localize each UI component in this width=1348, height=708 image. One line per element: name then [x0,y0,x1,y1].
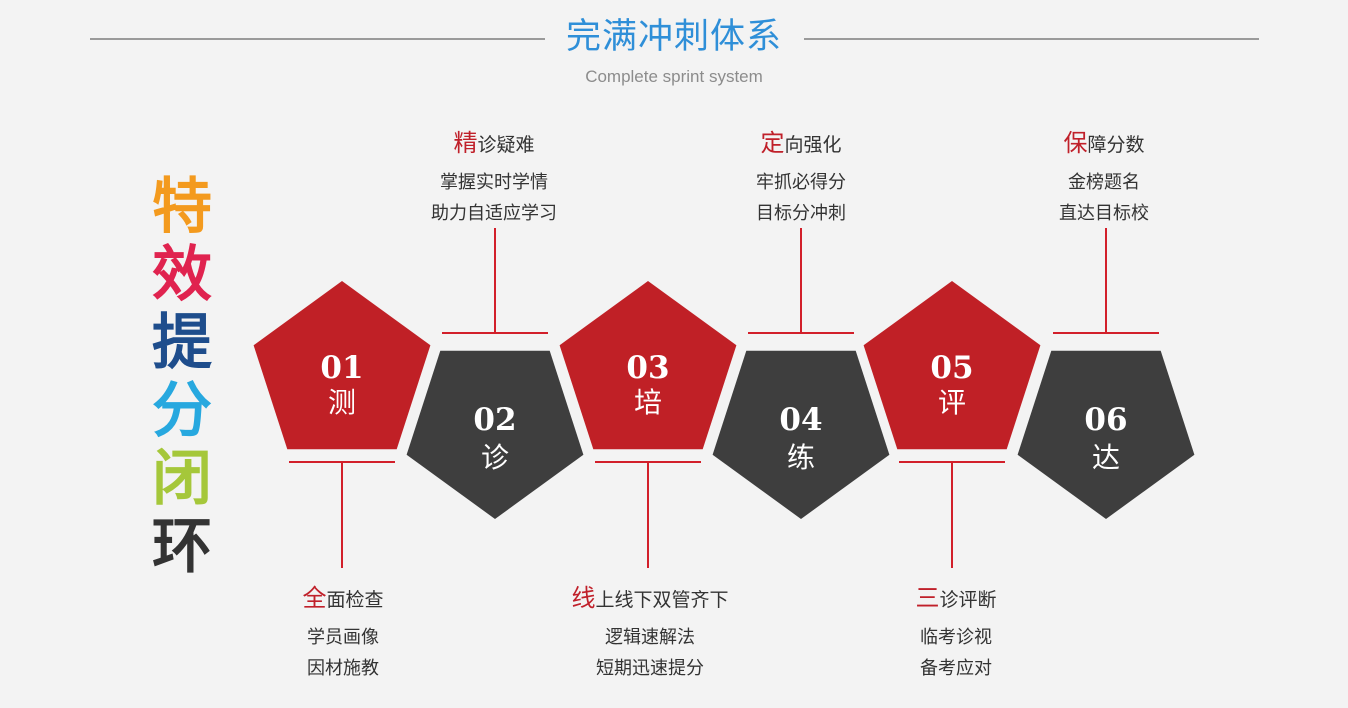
step-label-line: 牢抓必得分 [756,172,846,193]
step-label-line: 逻辑速解法 [605,627,695,648]
step-label-heading-rest: 障分数 [1087,134,1145,156]
step-char: 评 [938,386,966,419]
step-pentagon [559,281,737,450]
step-number: 01 [320,350,363,386]
step-label-line: 因材施教 [307,658,379,679]
step-char: 达 [1092,441,1120,474]
vertical-title-char: 环 [152,512,212,582]
step-label-heading-rest: 诊评断 [939,589,997,611]
step-label: 定向强化 牢抓必得分 目标分冲刺 [691,129,911,229]
step-label-line: 金榜题名 [1068,172,1140,193]
step-number: 06 [1084,402,1127,438]
page-subtitle: Complete sprint system [585,67,763,86]
step-number: 04 [779,402,822,438]
step-label-heading-rest: 向强化 [784,134,842,156]
page-title: 完满冲刺体系 [565,17,782,57]
header-line-left [90,38,545,40]
step-label-line: 临考诊视 [920,627,992,648]
step-label: 三诊评断 临考诊视 备考应对 [846,584,1066,684]
step-pentagon [1017,350,1195,519]
step-char: 测 [328,386,356,419]
step-label: 线上线下双管齐下 逻辑速解法 短期迅速提分 [540,584,760,684]
step-label-heading: 线上线下双管齐下 [540,584,760,614]
step-number: 03 [626,350,669,386]
step-pentagon [863,281,1041,450]
step-label-heading-rest: 面检查 [326,589,384,611]
vertical-title-char: 提 [152,308,212,378]
step-label-heading: 定向强化 [691,129,911,159]
step-label-first-char: 精 [453,129,478,157]
step-label-heading: 精诊疑难 [384,129,604,159]
step-label-first-char: 线 [571,584,596,612]
step-label-heading: 三诊评断 [846,584,1066,614]
step-char: 培 [634,386,662,419]
step-label-line: 直达目标校 [1059,203,1149,224]
vertical-title-char: 特 [152,172,212,242]
step-label-line: 短期迅速提分 [596,658,704,679]
step-label-line: 学员画像 [307,627,379,648]
step-pentagon [712,350,890,519]
vertical-title-char: 分 [152,376,212,446]
vertical-title-char: 闭 [152,444,212,514]
vertical-title-char: 效 [152,240,212,310]
step-pentagon [406,350,584,519]
step-number: 05 [930,350,973,386]
step-label-first-char: 全 [302,584,327,612]
step-label-heading-rest: 诊疑难 [477,134,535,156]
step-label-line: 目标分冲刺 [756,203,846,224]
step-label-heading: 保障分数 [994,129,1214,159]
step-number: 02 [473,402,516,438]
step-label-heading: 全面检查 [233,584,453,614]
step-label: 保障分数 金榜题名 直达目标校 [994,129,1214,229]
step-char: 诊 [481,441,509,474]
step-pentagon [253,281,431,450]
step-label: 全面检查 学员画像 因材施教 [233,584,453,684]
step-label-line: 备考应对 [920,658,992,679]
step-label: 精诊疑难 掌握实时学情 助力自适应学习 [384,129,604,229]
step-label-line: 助力自适应学习 [431,203,557,224]
step-label-first-char: 定 [760,129,785,157]
step-char: 练 [787,441,815,474]
step-label-line: 掌握实时学情 [440,172,548,193]
step-label-first-char: 保 [1063,129,1088,157]
step-label-first-char: 三 [915,584,940,612]
step-label-heading-rest: 上线下双管齐下 [595,589,729,611]
header-line-right [804,38,1259,40]
